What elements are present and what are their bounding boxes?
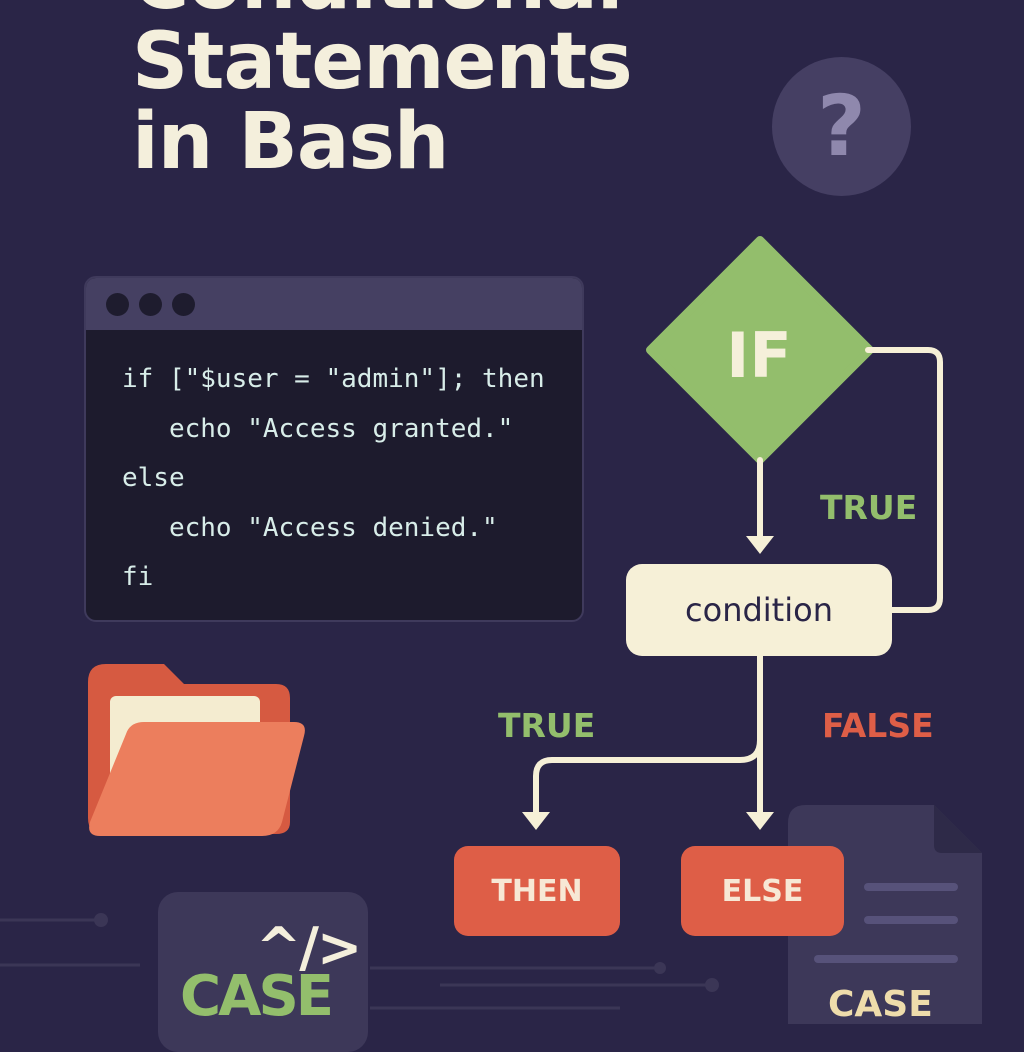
code-block: if ["$user = "admin"]; then echo "Access… xyxy=(86,330,582,603)
code-line: if ["$user = "admin"]; then xyxy=(122,364,545,394)
case-document-label: CASE xyxy=(828,984,933,1025)
connector-line xyxy=(865,347,943,613)
code-line: echo "Access granted." xyxy=(122,413,514,444)
code-line: fi xyxy=(122,562,154,592)
code-line: else xyxy=(122,463,185,493)
terminal-title-bar xyxy=(86,278,582,330)
arrowhead-icon xyxy=(746,536,774,554)
case-tile: ^/> CASE xyxy=(158,892,368,1052)
arrowhead-icon xyxy=(522,812,550,830)
title-line-2: Statements xyxy=(132,17,633,107)
flowchart-diagram xyxy=(522,236,943,830)
terminal-window: if ["$user = "admin"]; then echo "Access… xyxy=(84,276,584,622)
title-line-3: in Bash xyxy=(132,97,449,187)
code-line: echo "Access denied." xyxy=(122,512,498,543)
folder-icon xyxy=(88,664,305,836)
true-branch-label: TRUE xyxy=(498,706,596,745)
arrowhead-icon xyxy=(746,812,774,830)
window-dot-icon xyxy=(172,292,195,316)
circuit-lines xyxy=(0,913,719,1010)
window-dot-icon xyxy=(139,292,162,316)
else-box: ELSE xyxy=(681,846,844,936)
window-dot-icon xyxy=(106,292,129,316)
condition-box: condition xyxy=(626,564,892,656)
decision-label: IF xyxy=(726,318,792,392)
code-glyph-icon: ^/> xyxy=(256,916,362,979)
question-mark-icon: ? xyxy=(772,57,911,196)
title-line-1: Conditional xyxy=(132,0,632,22)
true-branch-label-top: TRUE xyxy=(820,488,918,527)
false-branch-label: FALSE xyxy=(822,706,934,745)
page-title: Conditional Statements in Bash xyxy=(132,0,633,187)
then-box: THEN xyxy=(454,846,620,936)
case-tile-label: CASE xyxy=(180,964,334,1029)
